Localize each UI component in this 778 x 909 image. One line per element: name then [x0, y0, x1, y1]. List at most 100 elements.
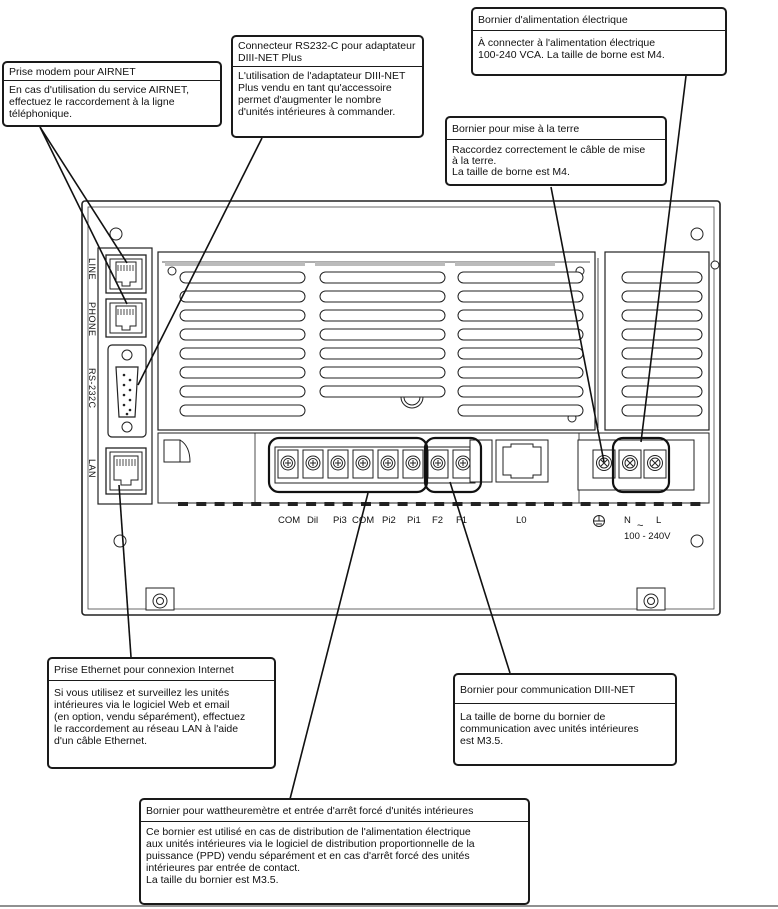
vent-slot: [319, 309, 446, 322]
terminal-screw-ring: [308, 458, 318, 468]
terminal-label-dii: Dil: [307, 515, 319, 526]
corner-hole: [690, 534, 704, 548]
terminal-screw-slot: [360, 460, 366, 466]
vent-slot: [621, 385, 703, 398]
terminal-screw-ring: [283, 458, 293, 468]
leader-lines: [39, 75, 687, 800]
callout-line: aux unités intérieures via le logiciel d…: [146, 838, 475, 850]
callout-line: La taille de borne du bornier de: [460, 711, 606, 723]
vent-slot: [621, 328, 703, 341]
vent-slot: [179, 271, 306, 284]
callout-line: Connecteur RS232-C pour adaptateur: [238, 40, 416, 52]
callout-line: téléphonique.: [9, 108, 73, 120]
terminal-dash: [562, 502, 573, 506]
vent-slot: [621, 366, 703, 379]
vent-slot: [457, 290, 584, 303]
terminal-screw-slot: [410, 460, 416, 466]
terminal-label-f1: F1: [456, 515, 468, 526]
callout-line: permet d'augmenter le nombre: [238, 94, 382, 106]
corner-hole: [690, 227, 704, 241]
callout-airnet-modem: Prise modem pour AIRNET En cas d'utilisa…: [2, 61, 222, 127]
terminal-blocks: [274, 439, 695, 491]
terminal-dash: [598, 502, 609, 506]
terminal-label-com: COM: [278, 515, 301, 526]
vent-slot: [457, 385, 584, 398]
l0-connector: [495, 439, 549, 483]
terminal-label-n: N: [624, 515, 631, 526]
vent-slot: [319, 290, 446, 303]
callout-title: Prise Ethernet pour connexion Internet: [49, 659, 274, 681]
vent-slot: [319, 328, 446, 341]
callout-line: 100-240 VCA. La taille de borne est M4.: [478, 49, 665, 61]
vent-slot: [621, 404, 703, 417]
corner-hole: [109, 227, 123, 241]
port-label-line: LINE: [87, 258, 97, 281]
terminal-label-pi1: Pi1: [407, 515, 421, 526]
terminal-dash: [214, 502, 225, 506]
terminal-dash: [525, 502, 536, 506]
terminal-dash: [287, 502, 298, 506]
callout-line: DIII-NET Plus: [238, 52, 302, 64]
callout-title: Bornier d'alimentation électrique: [473, 9, 725, 31]
callout-line: La taille de borne est M4.: [452, 166, 570, 178]
ground-symbol: [593, 515, 605, 527]
terminal-dash: [653, 502, 664, 506]
highlight-watt-terminals: [267, 436, 429, 494]
vent-slot: [621, 347, 703, 360]
callout-body: Ce bornier est utilisé en cas de distrib…: [141, 822, 528, 889]
callout-line: Si vous utilisez et surveillez les unité…: [54, 687, 230, 699]
terminal-dash: [251, 502, 262, 506]
terminal-screw-slot: [385, 460, 391, 466]
vent-slot: [457, 347, 584, 360]
terminal-dash: [324, 502, 335, 506]
vent-slot: [319, 385, 446, 398]
terminal-dash: [507, 502, 518, 506]
vent-slot: [179, 347, 306, 360]
callout-ethernet-port: Prise Ethernet pour connexion Internet S…: [47, 657, 276, 769]
callout-line: En cas d'utilisation du service AIRNET,: [9, 84, 190, 96]
terminal-dash: [379, 502, 390, 506]
power-screw-ring: [649, 457, 661, 469]
callout-line: Raccordez correctement le câble de mise: [452, 144, 646, 156]
terminal-dash: [342, 502, 353, 506]
terminal-label-com2: COM: [352, 515, 375, 526]
terminal-dash: [415, 502, 426, 506]
vent-slot: [457, 328, 584, 341]
vent-slot: [457, 271, 584, 284]
callout-line: d'un câble Ethernet.: [54, 735, 148, 747]
terminal-screw-slot: [435, 460, 441, 466]
callout-diii-net-terminal: Bornier pour communication DIII-NET La t…: [453, 673, 677, 766]
callout-line: le raccordement au réseau LAN à l'aide: [54, 723, 239, 735]
terminal-dash: [544, 502, 554, 506]
mounting-boss: [145, 587, 175, 611]
callout-line: à la terre.: [452, 155, 497, 167]
terminal-dash: [690, 502, 701, 506]
terminal-dash: [178, 502, 188, 506]
callout-line: communication avec unités intérieures: [460, 723, 639, 735]
terminal-screw-slot: [285, 460, 291, 466]
terminal-dash: [269, 502, 280, 506]
terminal-screw-ring: [458, 458, 468, 468]
terminal-screw-slot: [310, 460, 316, 466]
terminal-dash: [489, 502, 500, 506]
vent-slot: [457, 404, 584, 417]
ac-symbol: ~: [637, 520, 644, 532]
vent-slot: [179, 385, 306, 398]
terminal-screw-ring: [433, 458, 443, 468]
mounting-boss: [636, 587, 666, 611]
vent-slot: [621, 309, 703, 322]
callout-line: La taille du bornier est M3.5.: [146, 874, 279, 886]
terminal-dash: [617, 502, 628, 506]
terminal-label-f2: F2: [432, 515, 444, 526]
callout-title: Bornier pour wattheuremètre et entrée d'…: [141, 800, 528, 822]
power-screw-slot: [626, 459, 634, 467]
device-inner-panel: [87, 206, 715, 610]
terminal-label-pi2: Pi2: [382, 515, 396, 526]
callout-title: Prise modem pour AIRNET: [4, 63, 220, 81]
callout-title: Bornier pour communication DIII-NET: [455, 675, 675, 704]
callout-line: intérieures par entrée de contact.: [146, 862, 301, 874]
